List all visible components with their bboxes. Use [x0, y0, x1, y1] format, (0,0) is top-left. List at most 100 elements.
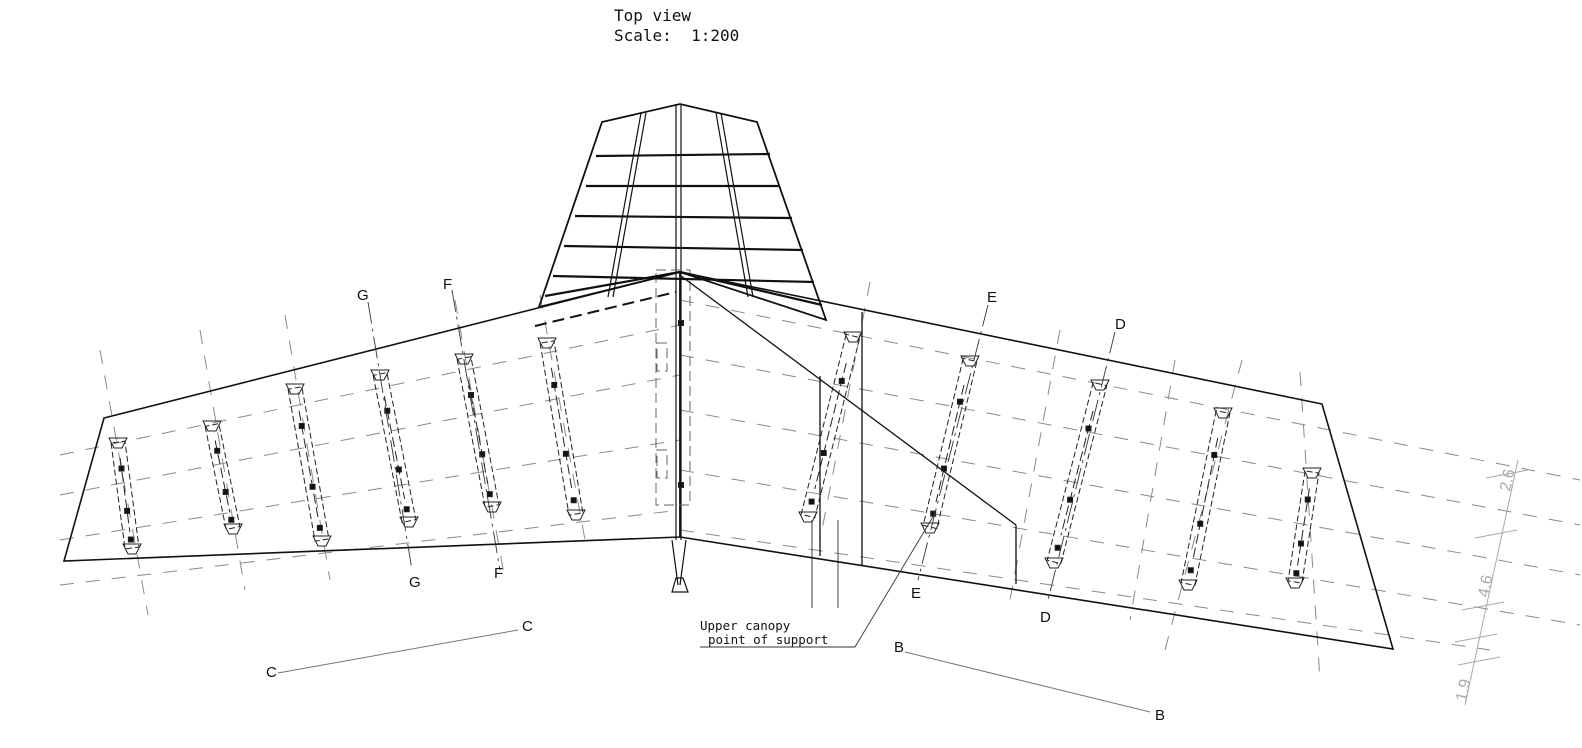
tube-column-2	[204, 423, 241, 530]
canopy-support-structure	[680, 275, 1017, 608]
tube-end-cap	[798, 511, 818, 523]
scale-value: 1:200	[691, 26, 740, 45]
support-point	[1085, 425, 1092, 432]
support-point	[1067, 496, 1074, 503]
support-point	[1293, 570, 1300, 577]
support-point	[403, 506, 410, 513]
support-point	[1297, 540, 1304, 547]
dimension-2-6: 2.6	[1497, 467, 1518, 492]
tube-column-4	[372, 372, 417, 523]
scale-line: Scale: 1:200	[614, 26, 739, 46]
dimension-1-9: 1.9	[1453, 677, 1474, 702]
drawing-title-block: Top view Scale: 1:200	[614, 6, 739, 46]
tube-end-cap	[122, 543, 142, 555]
support-point	[127, 536, 134, 543]
section-d-top: D	[1115, 316, 1126, 333]
right-wing-outline	[679, 271, 1395, 650]
support-point	[222, 488, 229, 495]
scale-label: Scale:	[614, 26, 672, 45]
tube-end-cap	[223, 523, 243, 535]
section-f-top: F	[443, 276, 452, 293]
support-point	[551, 382, 558, 388]
support-point	[957, 398, 963, 405]
tube-end-cap	[566, 509, 586, 521]
dimension-labels: 2.6 4.6 1.9	[1453, 467, 1518, 702]
dimension-chain	[1454, 459, 1529, 706]
section-b-right: B	[1155, 707, 1165, 724]
support-point	[1054, 544, 1061, 551]
support-point	[838, 378, 845, 384]
support-point	[808, 498, 815, 505]
support-point	[228, 516, 235, 523]
spine-support-point	[678, 482, 684, 488]
tube-end-cap	[454, 353, 474, 365]
section-labels: G G F F E E D D C C B B	[266, 276, 1165, 724]
view-title: Top view	[614, 6, 692, 25]
left-wing-outline	[62, 270, 681, 562]
tube-end-cap	[370, 369, 390, 381]
annotation-line-1: Upper canopy	[700, 618, 791, 633]
section-f-bottom: F	[494, 565, 503, 582]
support-point	[298, 423, 305, 429]
annotation-line-2: point of support	[708, 632, 828, 647]
tube-column-9	[1046, 381, 1108, 565]
tube-end-cap	[399, 516, 419, 528]
support-point	[570, 497, 577, 504]
dimension-4-6: 4.6	[1475, 573, 1496, 598]
support-point	[1211, 452, 1218, 458]
support-point	[1304, 496, 1311, 503]
tube-end-cap	[1302, 467, 1322, 479]
section-c-right: C	[522, 618, 533, 635]
tube-column-3	[287, 386, 330, 542]
tube-end-cap	[1213, 407, 1233, 419]
dashed-grid	[59, 299, 1581, 651]
support-point	[395, 466, 402, 473]
tube-end-cap	[285, 383, 305, 395]
spine-support-point	[678, 320, 684, 326]
section-c-left: C	[266, 664, 277, 681]
tube-end-cap	[482, 501, 502, 513]
tube-end-cap	[1285, 577, 1305, 589]
support-point	[486, 491, 493, 498]
support-point	[820, 450, 827, 456]
support-point	[384, 407, 391, 414]
tube-column-8	[922, 357, 978, 530]
section-b-left: B	[894, 639, 904, 656]
support-point	[124, 507, 131, 514]
annotation-leader	[700, 514, 935, 648]
support-point	[468, 392, 474, 398]
tube-end-cap	[1044, 557, 1064, 569]
support-point	[309, 483, 316, 490]
tube-end-cap	[202, 420, 222, 432]
spine-hangar-dashed	[655, 269, 691, 506]
support-point	[316, 524, 323, 531]
tube-columns	[108, 320, 1322, 591]
tube-end-cap	[108, 437, 128, 449]
support-point	[1197, 520, 1204, 527]
tube-end-cap	[537, 337, 557, 349]
tube-end-cap	[1178, 579, 1198, 591]
section-e-top: E	[987, 289, 997, 306]
tube-column-7	[800, 333, 861, 519]
tube-end-cap	[843, 331, 863, 343]
support-annotation: Upper canopy point of support	[700, 618, 828, 647]
tube-end-cap	[312, 535, 332, 547]
section-d-bottom: D	[1040, 609, 1051, 626]
support-point	[479, 451, 486, 458]
tube-axis	[119, 457, 131, 533]
tube-end-cap	[960, 355, 980, 367]
section-g-bottom: G	[409, 574, 421, 591]
tube-axis	[1297, 488, 1310, 566]
tube-column-11	[1287, 470, 1320, 584]
top-canopy-structure	[534, 103, 828, 327]
section-g-top: G	[357, 287, 369, 304]
section-lines	[367, 289, 1116, 601]
section-e-bottom: E	[911, 585, 921, 602]
support-point	[214, 447, 221, 454]
support-point	[1187, 567, 1194, 574]
section-cd-lines	[277, 629, 1151, 713]
tube-axis	[214, 440, 231, 513]
tube-end-cap	[920, 522, 940, 534]
support-point	[562, 450, 569, 457]
